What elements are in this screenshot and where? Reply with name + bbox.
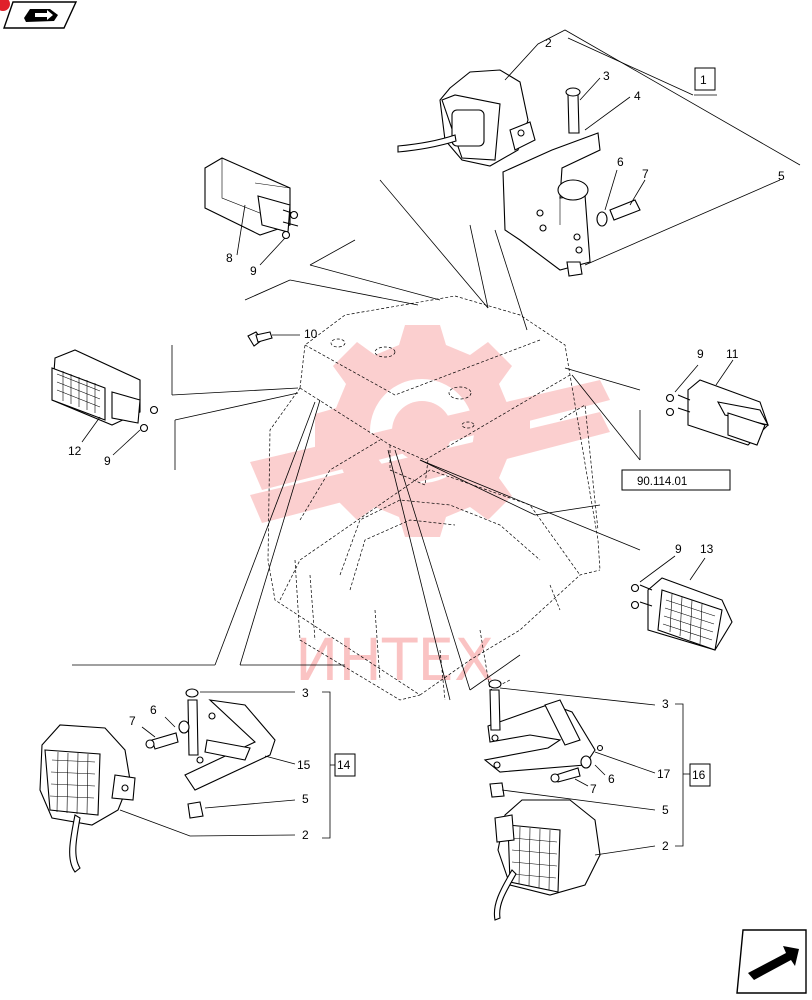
screw-10: 10 <box>247 327 318 347</box>
callout-6-left: 6 <box>150 703 157 717</box>
reference-box[interactable]: 90.114.01 <box>621 469 731 491</box>
lamp-12: 12 9 <box>51 349 159 468</box>
callout-9-c: 9 <box>697 347 704 361</box>
callout-3-top: 3 <box>603 69 610 83</box>
right-callouts: 16 3 17 6 7 5 2 <box>499 687 711 856</box>
lamp-11: 9 11 <box>665 347 770 446</box>
callout-5-left: 5 <box>302 792 309 806</box>
mounting-bracket-top <box>502 87 641 277</box>
work-lamp-right <box>493 799 601 921</box>
top-callouts: 1 2 3 4 6 7 5 <box>504 29 801 266</box>
work-lamp-top <box>397 69 536 167</box>
next-page-arrow-icon[interactable] <box>736 929 807 994</box>
callout-9-d: 9 <box>675 542 682 556</box>
group-box-14 <box>334 753 356 777</box>
cab-outline <box>267 295 601 701</box>
group-label-14: 14 <box>337 758 351 772</box>
callout-4-top: 4 <box>634 89 641 103</box>
callout-17: 17 <box>657 767 671 781</box>
callout-5-right: 5 <box>662 803 669 817</box>
callout-8: 8 <box>226 251 233 265</box>
callout-3-right: 3 <box>662 697 669 711</box>
callout-10: 10 <box>304 327 318 341</box>
mounting-bracket-right <box>483 679 604 798</box>
book-arrow-icon[interactable] <box>0 0 78 29</box>
group-box-1 <box>694 67 716 91</box>
callout-2-top: 2 <box>545 36 552 50</box>
mounting-bracket-left <box>145 688 276 819</box>
callout-15: 15 <box>297 758 311 772</box>
left-callouts: 14 3 6 7 15 5 2 <box>119 686 356 842</box>
callout-6-top: 6 <box>617 155 624 169</box>
callout-6-right: 6 <box>608 772 615 786</box>
reference-label: 90.114.01 <box>637 476 687 488</box>
callout-2-left: 2 <box>302 828 309 842</box>
callout-7-left: 7 <box>129 714 136 728</box>
work-lamp-left <box>39 724 136 873</box>
callout-7-top: 7 <box>642 167 649 181</box>
callout-11: 11 <box>726 347 739 361</box>
callout-5-top: 5 <box>778 169 785 183</box>
group-label-1: 1 <box>700 73 707 87</box>
lamp-13: 9 13 <box>630 542 733 651</box>
callout-2-right: 2 <box>662 839 669 853</box>
group-label-16: 16 <box>692 768 706 782</box>
watermark-logo <box>250 325 610 537</box>
callout-3-left: 3 <box>302 686 309 700</box>
callout-13: 13 <box>700 542 714 556</box>
callout-9-a: 9 <box>250 264 257 278</box>
callout-12: 12 <box>68 444 82 458</box>
callout-9-b: 9 <box>104 454 111 468</box>
watermark-text: ИНТЕХ <box>295 626 494 694</box>
group-box-16 <box>689 763 711 787</box>
lamp-8: 8 9 <box>204 157 299 278</box>
callout-7-right: 7 <box>590 782 597 796</box>
